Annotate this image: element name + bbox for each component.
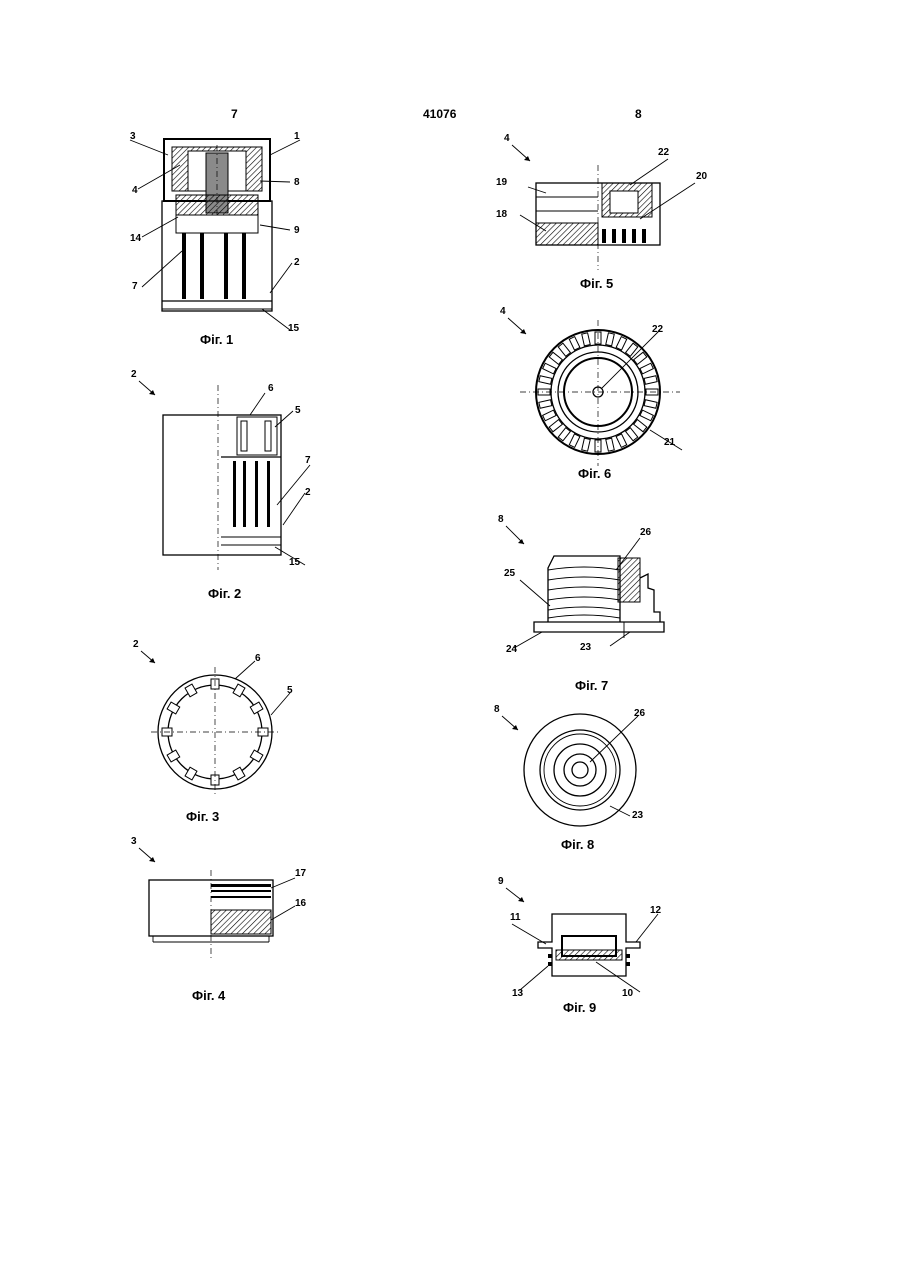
fig6-tooth [558,428,570,441]
figure-4: 3 17 16 Фіг. 4 [125,830,325,1010]
fig7-caption: Фіг. 7 [575,678,608,693]
fig9-label-12: 12 [650,905,662,916]
fig6-tooth [539,400,552,409]
fig9-label-13: 13 [512,988,524,999]
fig8-ref: 8 [494,704,500,715]
fig1-label-7: 7 [132,281,138,292]
fig6-tooth [616,337,627,350]
fig2-caption: Фіг. 2 [208,586,241,601]
fig2-ref: 2 [131,369,137,380]
fig6-tooth [569,434,580,447]
fig2-label-6: 6 [268,383,274,394]
fig6-label-22: 22 [652,324,664,335]
fig3-label-6: 6 [255,653,261,664]
fig6-tooth [558,343,570,356]
fig6-tooth [626,428,638,441]
fig6-tooth [582,333,591,346]
fig8-label-26: 26 [634,708,646,719]
fig5-label-22: 22 [658,147,670,158]
figure-5: 4 22 19 20 18 Фіг. 5 [490,125,720,295]
figure-9: 9 11 12 13 10 Фіг. 9 [490,870,720,1020]
fig7-label-23: 23 [580,642,592,653]
fig4-label-16: 16 [295,898,307,909]
fig9-caption: Фіг. 9 [563,1000,596,1015]
fig7-label-26: 26 [640,527,652,538]
fig9-label-10: 10 [622,988,634,999]
fig1-label-4: 4 [132,185,138,196]
fig6-tooth [543,410,556,421]
fig6-label-21: 21 [664,437,676,448]
fig3-label-5: 5 [287,685,293,696]
fig6-tooth [640,363,653,374]
figure-2: 2 6 5 7 2 15 Фіг. 2 [125,365,325,605]
fig1-label-2: 2 [294,257,300,268]
fig1-label-1: 1 [294,131,300,142]
fig6-tooth [616,434,627,447]
document-number: 41076 [423,107,456,121]
fig7-label-24: 24 [506,644,518,655]
fig2-label-2: 2 [305,487,311,498]
fig6-tooth [569,337,580,350]
figure-3: 2 6 5 Фіг. 3 [125,635,325,835]
fig2-label-15: 15 [289,557,301,568]
fig4-ref: 3 [131,836,137,847]
fig6-tooth [634,420,647,432]
fig1-label-8: 8 [294,177,300,188]
figure-6: 4 22 21 Фіг. 6 [490,300,720,490]
fig5-ref: 4 [504,133,510,144]
fig6-tooth [549,420,562,432]
fig6-tooth [606,438,615,451]
fig5-label-18: 18 [496,209,508,220]
figure-7: 8 26 25 24 23 Фіг. 7 [490,508,720,693]
fig6-caption: Фіг. 6 [578,466,611,481]
fig3-ref: 2 [133,639,139,650]
fig6-tooth [644,400,657,409]
fig1-caption: Фіг. 1 [200,332,233,347]
fig2-label-5: 5 [295,405,301,416]
fig6-tooth [539,376,552,385]
fig6-tooth [644,376,657,385]
fig8-label-23: 23 [632,810,644,821]
fig1-label-14: 14 [130,233,142,244]
fig5-label-19: 19 [496,177,508,188]
fig9-ref: 9 [498,876,504,887]
fig7-ref: 8 [498,514,504,525]
fig6-ref: 4 [500,306,506,317]
fig6-tooth [543,363,556,374]
figure-8: 8 26 23 Фіг. 8 [490,698,720,858]
fig8-caption: Фіг. 8 [561,837,594,852]
fig2-label-7: 7 [305,455,311,466]
fig9-label-11: 11 [510,912,521,923]
right-page-number: 8 [635,107,642,121]
fig4-caption: Фіг. 4 [192,988,226,1003]
fig6-tooth [606,333,615,346]
fig6-tooth [582,438,591,451]
fig1-label-15: 15 [288,323,300,334]
fig5-caption: Фіг. 5 [580,276,613,291]
fig4-label-17: 17 [295,868,307,879]
fig3-caption: Фіг. 3 [186,809,219,824]
fig5-label-20: 20 [696,171,708,182]
fig6-tooth [640,410,653,421]
fig1-label-9: 9 [294,225,300,236]
fig7-label-25: 25 [504,568,516,579]
fig1-label-3: 3 [130,131,136,142]
figure-1: 3 1 4 8 14 9 7 2 15 Фіг. 1 [120,125,310,355]
left-page-number: 7 [231,107,238,121]
fig6-tooth [549,352,562,364]
